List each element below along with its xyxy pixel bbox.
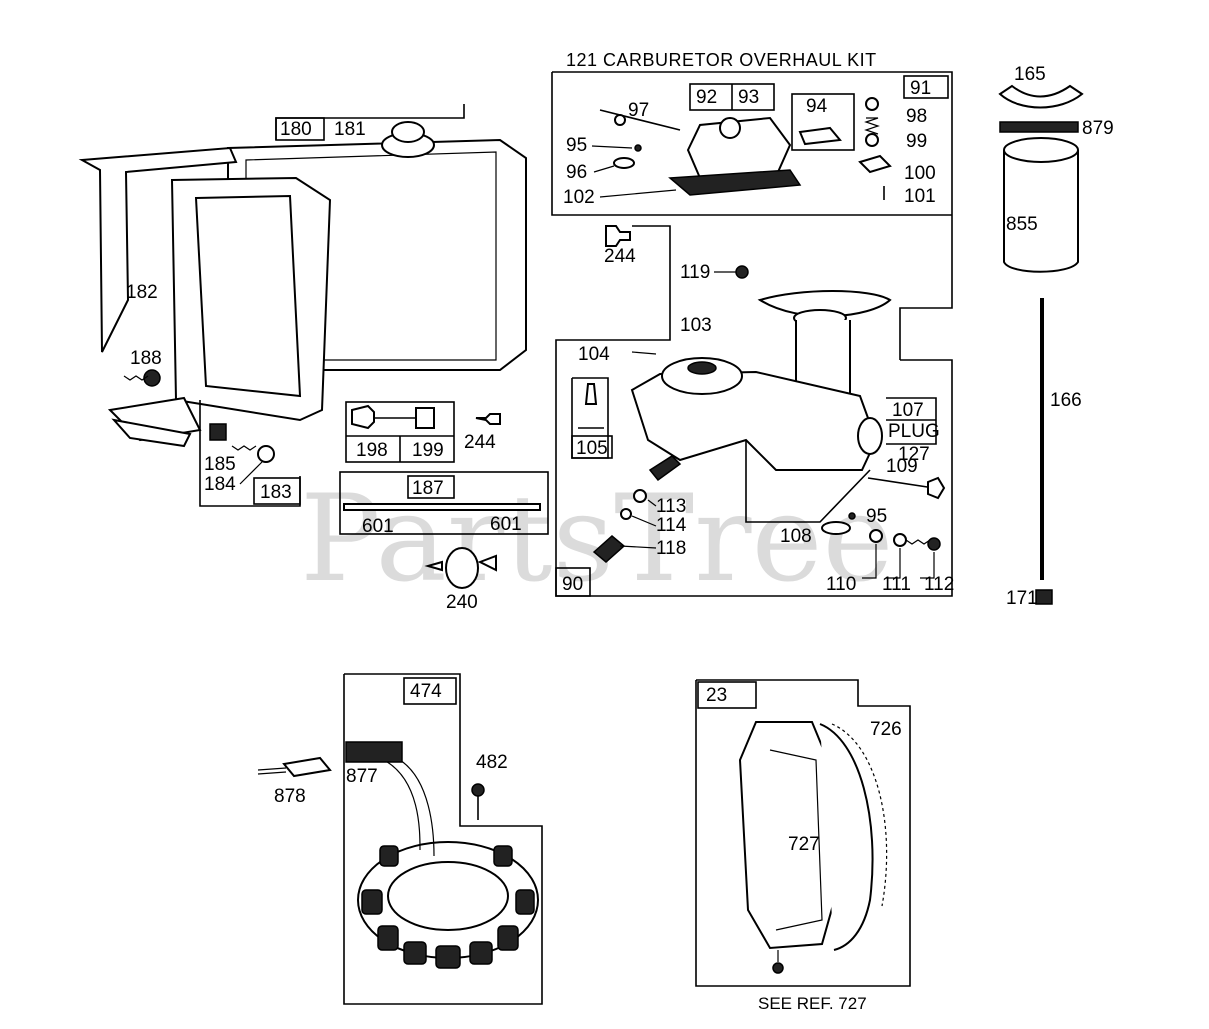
- label-127: 127: [898, 444, 930, 465]
- label-102: 102: [563, 187, 595, 208]
- part-878-connector: [282, 756, 332, 778]
- box-474: [403, 677, 457, 705]
- box-94: [791, 93, 855, 151]
- label-601-right: 601: [490, 514, 522, 535]
- box-180: [275, 117, 325, 141]
- part-182-bracket: [78, 146, 238, 353]
- label-171: 171: [1006, 588, 1038, 609]
- box-183: [253, 477, 301, 505]
- label-726: 726: [870, 719, 902, 740]
- label-90: 90: [562, 574, 583, 595]
- watermark: PartsTree: [300, 470, 894, 609]
- label-188: 188: [130, 348, 162, 369]
- label-855: 855: [1006, 214, 1038, 235]
- label-see-ref: SEE REF. 727: [758, 994, 867, 1013]
- kit-box-bottom: [551, 72, 952, 216]
- label-181: 181: [334, 119, 366, 140]
- box-107-plug: [886, 397, 937, 445]
- fuel-line-group: 198 199 244 187 601 601 240: [339, 401, 549, 613]
- label-97: 97: [628, 100, 649, 121]
- label-109: 109: [886, 456, 918, 477]
- stator-box-outline: [343, 673, 543, 1005]
- label-114: 114: [656, 515, 687, 536]
- label-99: 99: [906, 131, 927, 152]
- carburetor-kit-group: 121 CARBURETOR OVERHAUL KIT 91 92 93 94 …: [551, 50, 953, 360]
- part-244-fitting: [605, 225, 631, 247]
- label-100: 100: [904, 163, 936, 184]
- part-187-fuel-line: [343, 503, 541, 511]
- label-23: 23: [706, 685, 727, 706]
- label-103: 103: [680, 315, 712, 336]
- label-244-mid: 244: [464, 432, 496, 453]
- label-240: 240: [446, 592, 478, 613]
- part-877-connector: [345, 741, 403, 763]
- label-91: 91: [910, 78, 931, 99]
- kit-title: 121 CARBURETOR OVERHAUL KIT: [566, 50, 877, 70]
- label-183: 183: [260, 482, 292, 503]
- label-118: 118: [656, 538, 686, 559]
- label-879: 879: [1082, 118, 1114, 139]
- label-184: 184: [204, 474, 236, 495]
- box-90: [555, 567, 591, 597]
- stator-group: 474 877 878 482: [257, 673, 543, 1005]
- carb-gasket-102: [668, 169, 802, 196]
- label-119: 119: [680, 262, 710, 283]
- label-98: 98: [906, 106, 927, 127]
- carb-box-outline: [555, 225, 953, 597]
- label-187: 187: [412, 478, 444, 499]
- label-199: 199: [412, 440, 444, 461]
- label-93: 93: [738, 87, 759, 108]
- box-108-line: [745, 440, 871, 523]
- label-165: 165: [1014, 64, 1046, 85]
- label-112: 112: [924, 574, 954, 595]
- label-878: 878: [274, 786, 306, 807]
- label-110: 110: [826, 574, 856, 595]
- fuel-tank-group: 180 181 182 188 185 184 183: [78, 104, 527, 507]
- label-108: 108: [780, 526, 812, 547]
- part-855: [1003, 150, 1079, 273]
- part-240-filter: [445, 547, 479, 589]
- stator-coils: [361, 845, 535, 969]
- part-726-flywheel-ring: [819, 723, 874, 951]
- label-180: 180: [280, 119, 312, 140]
- label-601-left: 601: [362, 516, 394, 537]
- label-474: 474: [410, 681, 442, 702]
- box-23: [697, 681, 757, 709]
- label-198: 198: [356, 440, 388, 461]
- label-95-carb: 95: [866, 506, 887, 527]
- kit-box-outline: [552, 71, 953, 360]
- label-185: 185: [204, 454, 236, 475]
- flywheel-box-outline: [695, 679, 911, 987]
- label-244-top: 244: [604, 246, 636, 267]
- part-165: [998, 84, 1084, 109]
- label-104: 104: [578, 344, 610, 365]
- label-94: 94: [806, 96, 828, 117]
- filter-group: 165 879 855 166 171: [998, 64, 1114, 609]
- flywheel-group: 23 727 726 SEE REF. 727: [695, 679, 911, 1013]
- box-187: [339, 471, 549, 535]
- label-482: 482: [476, 752, 508, 773]
- part-103-float-bowl: [661, 357, 743, 395]
- label-113: 113: [656, 496, 686, 517]
- label-96: 96: [566, 162, 587, 183]
- label-111: 111: [882, 574, 911, 595]
- part-727-magnet: [738, 721, 842, 950]
- label-plug: PLUG: [888, 421, 940, 442]
- carburetor-group: 244 90 119 103 104 105 107 PLUG 127: [555, 225, 954, 597]
- part-879: [999, 121, 1079, 133]
- label-182: 182: [126, 282, 158, 303]
- label-166: 166: [1050, 390, 1082, 411]
- label-107: 107: [892, 400, 924, 421]
- label-92: 92: [696, 87, 717, 108]
- box-91: [903, 75, 949, 99]
- label-877: 877: [346, 766, 378, 787]
- label-101: 101: [904, 186, 936, 207]
- label-727: 727: [788, 834, 820, 855]
- label-95-kit: 95: [566, 135, 587, 156]
- label-105: 105: [576, 438, 608, 459]
